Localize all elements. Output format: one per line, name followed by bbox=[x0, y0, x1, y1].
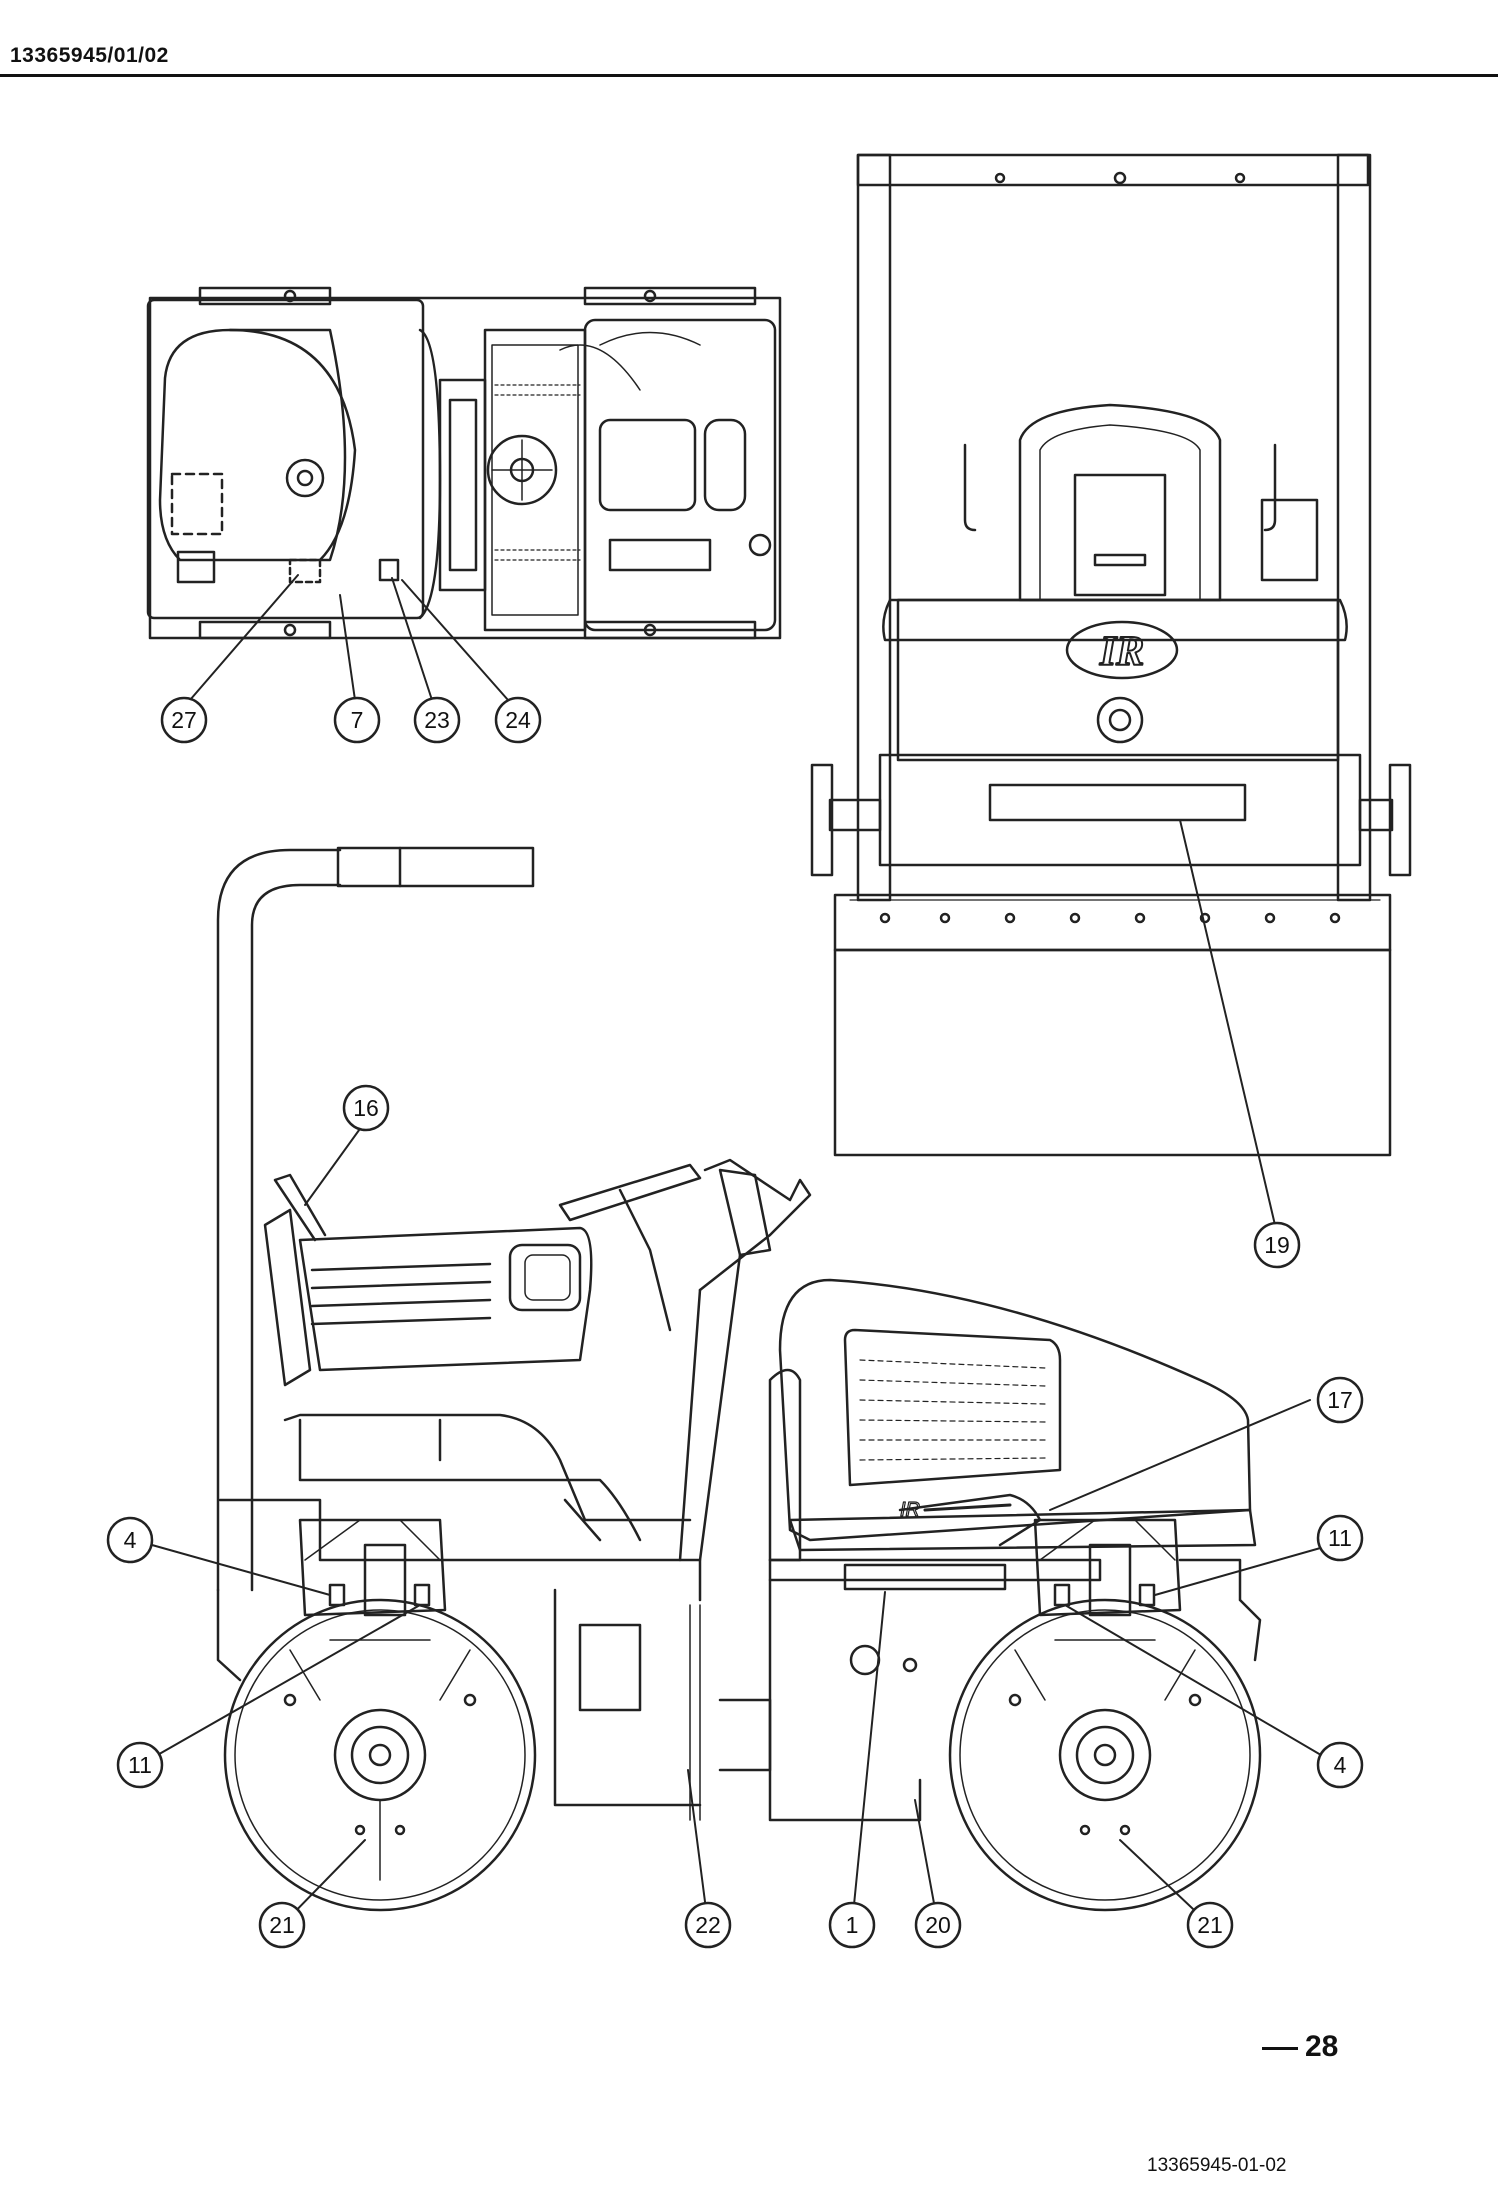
svg-text:21: 21 bbox=[269, 1912, 295, 1938]
front-view-drawing: IR bbox=[810, 153, 1412, 1157]
header-rule bbox=[0, 74, 1498, 77]
svg-text:23: 23 bbox=[424, 707, 450, 733]
callout-24: 24 bbox=[494, 696, 542, 744]
svg-text:22: 22 bbox=[695, 1912, 721, 1938]
callout-19: 19 bbox=[1253, 1221, 1301, 1269]
callout-1: 1 bbox=[828, 1901, 876, 1949]
callout-21-rear: 21 bbox=[258, 1901, 306, 1949]
svg-text:19: 19 bbox=[1264, 1232, 1290, 1258]
side-view-drawing: IR bbox=[216, 846, 1262, 1912]
svg-text:17: 17 bbox=[1327, 1387, 1353, 1413]
document-code-footer: 13365945-01-02 bbox=[1147, 2155, 1287, 2176]
svg-text:20: 20 bbox=[925, 1912, 951, 1938]
svg-text:4: 4 bbox=[124, 1527, 137, 1553]
svg-text:11: 11 bbox=[128, 1752, 152, 1778]
callout-11-rear: 11 bbox=[116, 1741, 164, 1789]
top-view-drawing bbox=[146, 286, 782, 640]
svg-text:4: 4 bbox=[1334, 1752, 1347, 1778]
svg-text:24: 24 bbox=[505, 707, 531, 733]
callout-4-front: 4 bbox=[1316, 1741, 1364, 1789]
svg-text:IR: IR bbox=[900, 1499, 920, 1521]
svg-text:1: 1 bbox=[846, 1912, 859, 1938]
svg-text:16: 16 bbox=[353, 1095, 379, 1121]
svg-text:IR: IR bbox=[1099, 629, 1144, 675]
callout-22: 22 bbox=[684, 1901, 732, 1949]
callout-20: 20 bbox=[914, 1901, 962, 1949]
page-number: 28 bbox=[1305, 2030, 1339, 2063]
page-number-dash bbox=[1262, 2047, 1298, 2050]
callout-27: 27 bbox=[160, 696, 208, 744]
callout-16: 16 bbox=[342, 1084, 390, 1132]
callout-4-rear: 4 bbox=[106, 1516, 154, 1564]
svg-text:11: 11 bbox=[1328, 1525, 1352, 1551]
callout-17: 17 bbox=[1316, 1376, 1364, 1424]
leader-lines bbox=[139, 574, 1339, 1926]
callout-7: 7 bbox=[333, 696, 381, 744]
svg-text:27: 27 bbox=[171, 707, 197, 733]
front-label-area bbox=[988, 783, 1247, 822]
callout-23: 23 bbox=[413, 696, 461, 744]
svg-text:7: 7 bbox=[351, 707, 364, 733]
callout-21-front: 21 bbox=[1186, 1901, 1234, 1949]
callout-11-front: 11 bbox=[1316, 1514, 1364, 1562]
svg-text:21: 21 bbox=[1197, 1912, 1223, 1938]
document-code-header: 13365945/01/02 bbox=[10, 44, 169, 67]
side-label-area bbox=[843, 1563, 1007, 1591]
